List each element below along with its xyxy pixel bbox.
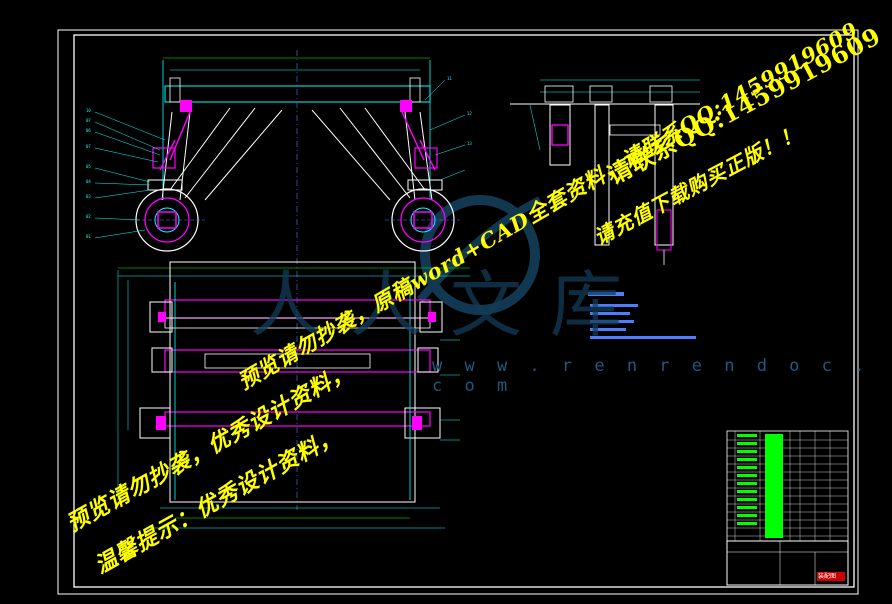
svg-text:03: 03 <box>86 194 91 199</box>
site-logo-text: 人人文库 <box>250 263 651 347</box>
svg-text:07: 07 <box>86 144 91 149</box>
svg-text:05: 05 <box>86 164 91 169</box>
svg-text:01: 01 <box>86 234 91 239</box>
side-view <box>510 79 700 265</box>
svg-text:12: 12 <box>467 111 472 116</box>
svg-text:13: 13 <box>467 141 472 146</box>
parts-list <box>726 430 849 542</box>
inner-frame <box>73 34 855 588</box>
top-view <box>117 261 470 529</box>
site-url: w w w . r e n r e n d o c . c o m <box>432 356 871 396</box>
svg-text:04: 04 <box>86 179 91 184</box>
title-block <box>726 540 849 586</box>
title-stamp: 装配图 <box>818 573 837 580</box>
svg-text:11: 11 <box>447 76 452 81</box>
outer-frame <box>57 29 859 595</box>
svg-text:07: 07 <box>86 118 91 123</box>
front-view: 10 07 06 07 05 04 03 02 01 11 12 13 <box>86 50 472 510</box>
site-logo-mark <box>416 195 542 315</box>
right-wheel <box>385 188 460 252</box>
svg-text:02: 02 <box>86 214 91 219</box>
svg-text:06: 06 <box>86 128 91 133</box>
left-wheel <box>130 188 205 252</box>
technical-notes <box>588 292 696 339</box>
svg-text:10: 10 <box>86 108 91 113</box>
